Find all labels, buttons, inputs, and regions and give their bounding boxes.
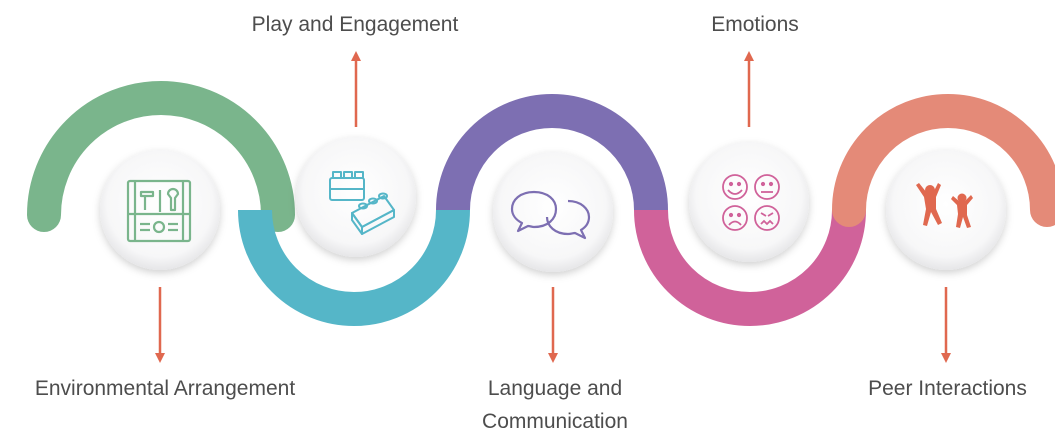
label-language-and-communication: Language and Communication <box>482 377 628 433</box>
wave-segment-environmental <box>27 81 295 232</box>
label-emotions: Emotions <box>711 13 799 36</box>
node-emotions <box>689 142 809 262</box>
wave-segment-emotions <box>634 209 866 326</box>
node-play <box>296 137 416 257</box>
children-playing-icon <box>916 183 973 228</box>
label-play-and-engagement: Play and Engagement <box>251 13 459 36</box>
wave-segment-language <box>436 94 668 211</box>
building-blocks-icon <box>329 171 395 235</box>
wave-segment-play <box>238 209 470 326</box>
node-peer <box>886 150 1006 270</box>
node-language <box>493 152 613 272</box>
speech-bubbles-icon <box>510 190 591 240</box>
label-environmental-arrangement: Environmental Arrangement <box>34 377 296 400</box>
wave-segment-peer <box>832 94 1055 227</box>
toolbox-icon <box>126 179 192 243</box>
label-peer-interactions: Peer Interactions <box>868 377 1027 400</box>
emotion-faces-icon <box>722 174 780 231</box>
